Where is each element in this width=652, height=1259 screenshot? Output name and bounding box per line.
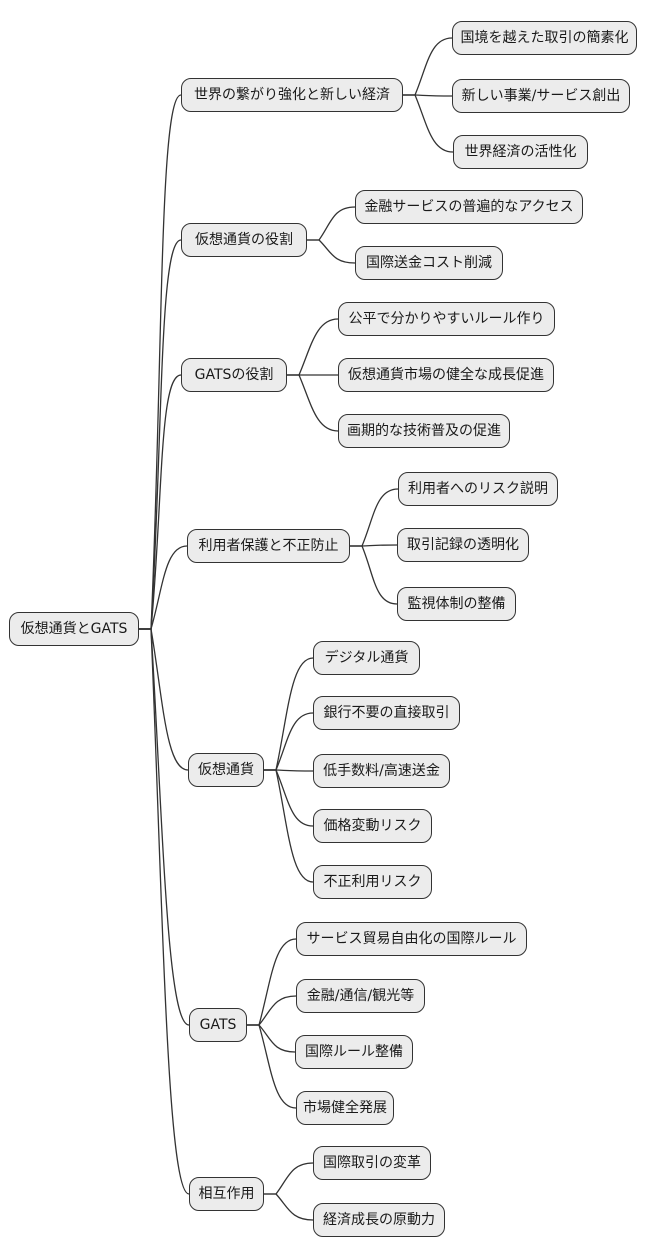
mindmap-leaf-node: 不正利用リスク: [313, 865, 432, 899]
mindmap-branch-node: 仮想通貨の役割: [181, 223, 307, 257]
mindmap-branch-node: 利用者保護と不正防止: [187, 529, 350, 563]
mindmap-branch-node: GATS: [189, 1008, 247, 1042]
mindmap-branch-node: GATSの役割: [181, 358, 287, 392]
mindmap-leaf-node: 画期的な技術普及の促進: [338, 414, 510, 448]
mindmap-leaf-node: 新しい事業/サービス創出: [452, 79, 630, 113]
mindmap-leaf-node: 国際ルール整備: [295, 1035, 413, 1069]
mindmap-leaf-node: 国境を越えた取引の簡素化: [452, 21, 637, 55]
mindmap-leaf-node: 国際送金コスト削減: [355, 246, 503, 280]
mindmap-branch-node: 相互作用: [189, 1177, 264, 1211]
mindmap-leaf-node: 国際取引の変革: [313, 1146, 431, 1180]
mindmap-leaf-node: 金融/通信/観光等: [296, 979, 425, 1013]
mindmap-leaf-node: 取引記録の透明化: [397, 528, 529, 562]
mindmap-leaf-node: 低手数料/高速送金: [313, 754, 450, 788]
mindmap-leaf-node: 公平で分かりやすいルール作り: [338, 302, 555, 336]
mindmap-leaf-node: 金融サービスの普遍的なアクセス: [355, 190, 583, 224]
mindmap-leaf-node: 経済成長の原動力: [313, 1203, 445, 1237]
mindmap-branch-node: 世界の繋がり強化と新しい経済: [181, 78, 403, 112]
mindmap-leaf-node: 市場健全発展: [296, 1091, 394, 1125]
mindmap-leaf-node: 仮想通貨市場の健全な成長促進: [338, 358, 554, 392]
mindmap-leaf-node: 利用者へのリスク説明: [398, 472, 558, 506]
mindmap-leaf-node: 監視体制の整備: [397, 587, 516, 621]
mindmap-branch-node: 仮想通貨: [188, 753, 264, 787]
mindmap-leaf-node: 銀行不要の直接取引: [313, 696, 460, 730]
mindmap-leaf-node: サービス貿易自由化の国際ルール: [296, 922, 527, 956]
mindmap-leaf-node: 価格変動リスク: [313, 809, 432, 843]
mindmap-leaf-node: デジタル通貨: [313, 641, 420, 675]
mindmap-leaf-node: 世界経済の活性化: [453, 135, 588, 169]
mindmap-root-node: 仮想通貨とGATS: [9, 612, 139, 646]
